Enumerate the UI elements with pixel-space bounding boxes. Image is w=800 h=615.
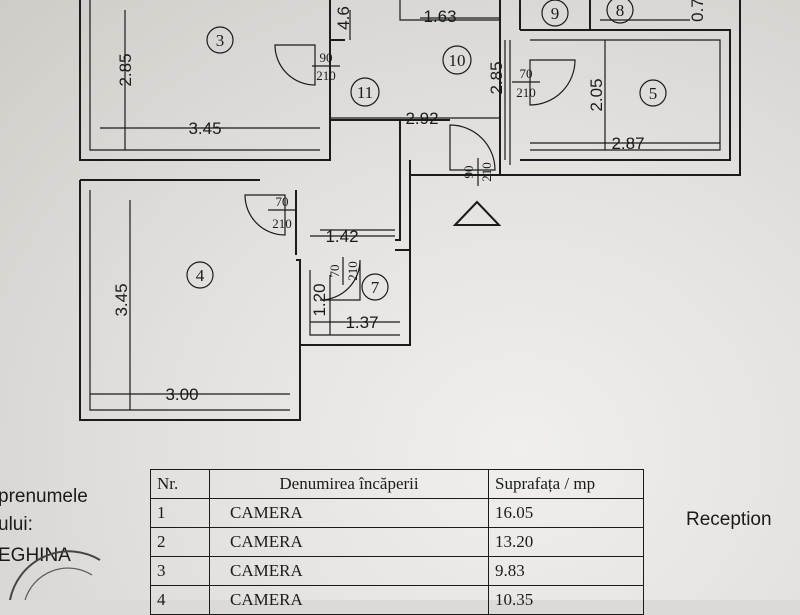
dim-room3-width: 3.45	[188, 119, 221, 138]
door-width: 70	[327, 265, 342, 278]
cell-area: 16.05	[488, 498, 644, 528]
door-width: 70	[520, 66, 533, 81]
room-number-7: 7	[371, 278, 380, 297]
dim-room3-height: 2.85	[116, 53, 135, 86]
cell-room-name: CAMERA	[209, 527, 489, 557]
col-header-nr: Nr.	[150, 469, 210, 499]
table-row: 2 CAMERA 13.20	[150, 527, 644, 557]
dim-room5-height: 2.05	[587, 78, 606, 111]
dim-room4-width: 3.00	[165, 385, 198, 404]
dim-top-partial: 4.6	[334, 6, 353, 30]
door-height: 210	[345, 261, 360, 281]
room-number-11: 11	[357, 83, 373, 102]
dim-top-right-partial: 0.7	[688, 0, 707, 22]
floor-plan: 3 4 5 7 8 9 10 11 3.45 1.63 2.92 2.87 1.…	[79, 0, 741, 421]
dim-room5-width: 2.87	[611, 134, 644, 153]
door-swings	[244, 44, 576, 301]
room-number-9: 9	[551, 4, 560, 23]
table-row: 1 CAMERA 16.05	[150, 498, 644, 528]
dim-room7-height: 1.20	[310, 283, 329, 316]
cell-room-name: CAMERA	[209, 556, 489, 586]
door-width: 70	[276, 194, 289, 209]
room-number-3: 3	[216, 31, 225, 50]
dim-room10-width: 2.92	[405, 109, 438, 128]
table-row: 3 CAMERA 9.83	[150, 556, 644, 586]
reception-label: Reception	[686, 509, 772, 530]
door-width: 90	[320, 50, 333, 65]
cell-room-name: CAMERA	[209, 498, 489, 528]
door-height: 210	[316, 68, 336, 83]
owner-label-line3: EGHINA	[0, 545, 71, 566]
cell-area: 10.35	[488, 585, 644, 615]
dimension-lines	[90, 10, 720, 410]
col-header-room-name: Denumirea încăperii	[209, 469, 489, 499]
cell-nr: 3	[150, 556, 210, 586]
dim-room4-height: 3.45	[112, 283, 131, 316]
dim-hall-top: 1.63	[423, 7, 456, 26]
table-header-row: Nr. Denumirea încăperii Suprafața / mp	[150, 469, 644, 499]
cell-area: 13.20	[488, 527, 644, 557]
dim-room10-height: 2.85	[487, 61, 506, 94]
room-number-8: 8	[616, 1, 625, 20]
stamp-icon	[9, 550, 101, 600]
dim-room7-width: 1.37	[345, 313, 378, 332]
door-height: 210	[479, 162, 494, 182]
cell-nr: 2	[150, 527, 210, 557]
cell-area: 9.83	[488, 556, 644, 586]
cell-nr: 4	[150, 585, 210, 615]
owner-label-line2: ului:	[0, 514, 33, 535]
room-number-circles	[186, 0, 667, 301]
room-area-table: Nr. Denumirea încăperii Suprafața / mp 1…	[150, 469, 644, 615]
door-label-11: 90 210	[312, 50, 340, 83]
dim-room7-depth: 1.42	[325, 227, 358, 246]
room-number-5: 5	[649, 84, 658, 103]
col-header-area: Suprafața / mp	[488, 469, 644, 499]
door-label-5: 70 210	[512, 66, 540, 100]
room-number-4: 4	[196, 266, 205, 285]
entry-triangle-icon	[452, 200, 502, 226]
door-label-7: 70 210	[327, 257, 360, 285]
door-label-entry: 90 210	[461, 158, 494, 186]
room-number-10: 10	[449, 51, 466, 70]
door-height: 210	[272, 216, 292, 231]
cell-nr: 1	[150, 498, 210, 528]
door-width: 90	[461, 166, 476, 179]
door-height: 210	[516, 85, 536, 100]
owner-label-line1: prenumele	[0, 486, 88, 507]
walls	[79, 0, 741, 421]
door-label-4: 70 210	[268, 194, 296, 231]
cell-room-name: CAMERA	[209, 585, 489, 615]
table-row: 4 CAMERA 10.35	[150, 585, 644, 615]
